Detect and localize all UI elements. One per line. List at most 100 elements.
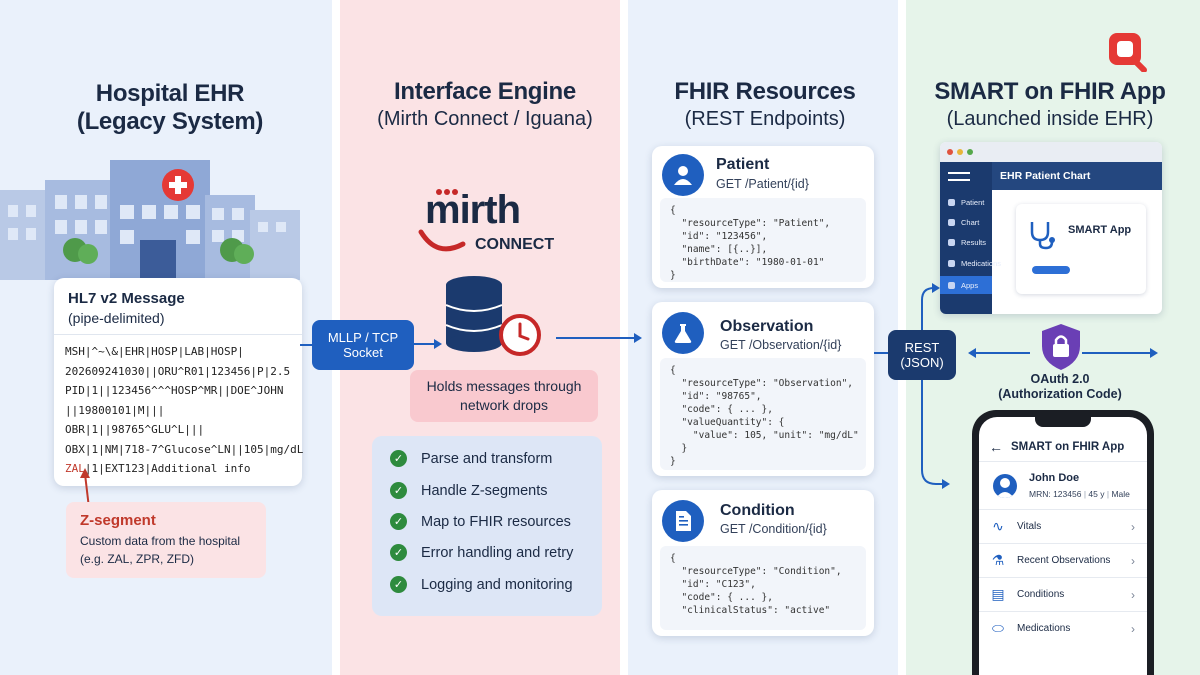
smart-app-tile[interactable]: SMART App [1016,204,1146,294]
hl7-subtitle: (pipe-delimited) [68,310,165,326]
back-arrow-icon[interactable]: ← [989,439,1003,455]
sidebar-item-label: Results [961,238,987,247]
document-icon [662,500,704,542]
apps-icon [948,282,955,289]
oauth-line2: (Authorization Code) [998,387,1122,401]
holds-messages-note: Holds messages through network drops [410,370,598,422]
results-icon [948,239,955,246]
resource-name: Condition [720,502,795,519]
patient-mrn: MRN: 123456 [1029,489,1082,499]
sidebar-item[interactable]: Medications [948,259,1001,268]
resource-card-condition: Condition GET /Condition/{id} { "resourc… [652,490,874,636]
patient-summary: John Doe MRN: 123456 | 45 y | Male [979,461,1147,509]
hl7-line: 202609241030||ORU^R01|123456|P|2.5 [65,364,291,378]
patient-meta: MRN: 123456 | 45 y | Male [1029,489,1130,499]
sidebar-item-label: Chart [961,218,980,227]
resource-json-text: { "resourceType": "Condition", "id": "C1… [670,553,842,616]
list-item-vitals[interactable]: ∿ Vitals › [979,509,1147,543]
ehr-title: Hospital EHR [95,80,245,107]
hl7-line: PID|1||123456^^^HOSP^MR||DOE^JOHN [65,384,284,397]
check-icon: ✓ [390,544,407,561]
rest-json-badge: REST (JSON) [888,330,956,380]
maximize-dot-icon[interactable] [967,149,973,155]
sidebar-item-label: Medications [961,259,1002,268]
mllp-line2: Socket [343,345,383,360]
patient-age: 45 y [1088,489,1105,499]
resource-json-text: { "resourceType": "Observation", "id": "… [670,365,859,467]
resource-path: GET /Observation/{id} [720,338,842,352]
close-dot-icon[interactable] [947,149,953,155]
step-item: ✓Parse and transform [390,450,552,467]
heart-rate-icon: ∿ [992,518,1004,534]
step-label: Parse and transform [421,450,553,467]
resource-json: { "resourceType": "Observation", "id": "… [660,358,866,470]
hl7-line: ZAL|1|EXT123|Additional info [65,459,303,479]
sidebar-item-label: Apps [961,281,979,290]
hl7-line: OBR|1||98765^GLU^L||| [65,423,205,436]
step-label: Map to FHIR resources [421,513,571,530]
database-clock-icon [442,275,552,365]
person-icon [662,154,704,196]
pill-icon: ⬭ [992,620,1004,636]
list-item-label: Conditions [1017,589,1065,600]
hl7-title: HL7 v2 Message [68,290,185,307]
engine-subtitle: (Mirth Connect / Iguana) [377,108,593,130]
zsegment-rest: |1|EXT123|Additional info [84,462,251,475]
phone-screen: ← SMART on FHIR App John Doe MRN: 123456… [979,417,1147,675]
patient-sex: Male [1111,489,1130,499]
brand-logo [1106,30,1148,73]
phone-notch [1035,417,1091,427]
mllp-line1: MLLP / TCP [327,330,399,345]
step-label: Error handling and retry [421,544,574,561]
document-icon: ▤ [991,586,1005,602]
chart-icon [948,219,955,226]
window-titlebar [940,142,1162,162]
avatar [993,474,1017,498]
hl7-line: MSH|^~\&|EHR|HOSP|LAB|HOSP| [65,345,244,358]
list-item-conditions[interactable]: ▤ Conditions › [979,577,1147,611]
list-item-label: Vitals [1017,521,1042,532]
mirth-logo-sub: CONNECT [475,236,555,253]
holds-line1: Holds messages through [426,378,582,394]
phone-app-title: SMART on FHIR App [1011,441,1125,453]
zsegment-line2: (e.g. ZAL, ZPR, ZFD) [80,552,195,566]
fhir-title: FHIR Resources [674,78,856,105]
sidebar-item[interactable]: Chart [948,218,979,227]
step-label: Logging and monitoring [421,576,573,593]
smart-app-label: SMART App [1068,224,1132,236]
medications-icon [948,260,955,267]
ehr-sidebar: Patient Chart Results Medications Apps [940,162,1001,314]
step-item: ✓ Map to FHIR resources [390,513,571,530]
check-icon: ✓ [390,513,407,530]
phone-menu: ∿ Vitals › ⚗Recent Observations› ▤ Conditio… [979,509,1147,649]
resource-card-patient: Patient GET /Patient/{id} { "resourceTyp… [652,146,874,288]
holds-line2: network drops [460,397,548,413]
list-item-observations[interactable]: ⚗Recent Observations› [979,543,1147,577]
smart-app-launch-bar[interactable] [1032,266,1070,274]
sidebar-item[interactable]: Apps [948,281,978,290]
smart-title: SMART on FHIR App [934,78,1166,105]
zsegment-code: ZAL [65,462,85,475]
ehr-heading: Hospital EHR (Legacy System) [40,80,300,136]
sidebar-item[interactable]: Patient [948,198,984,207]
resource-json: { "resourceType": "Patient", "id": "1234… [660,198,866,282]
zsegment-note: Z-segment Custom data from the hospital … [66,502,266,578]
chevron-right-icon: › [1131,587,1135,602]
sidebar-item-apps[interactable] [940,276,992,294]
rest-line2: (JSON) [900,355,944,370]
resource-json: { "resourceType": "Condition", "id": "C1… [660,546,866,630]
hamburger-icon[interactable] [948,172,970,181]
fhir-subtitle: (REST Endpoints) [684,108,846,130]
oauth-line1: OAuth 2.0 [1030,372,1090,386]
flow-arrow [556,333,642,343]
sidebar-item-label: Patient [961,198,985,207]
minimize-dot-icon[interactable] [957,149,963,155]
chevron-right-icon: › [1131,621,1135,636]
sidebar-item[interactable]: Results [948,238,986,247]
mirth-connect-logo: mirth CONNECT [415,182,565,262]
chevron-right-icon: › [1131,519,1135,534]
engine-heading: Interface Engine (Mirth Connect / Iguana… [350,78,620,131]
hl7-line: OBX|1|NM|718-7^Glucose^LN||105|mg/dL [65,442,304,456]
zsegment-title: Z-segment [80,512,156,529]
list-item-medications[interactable]: ⬭Medications› [979,611,1147,645]
